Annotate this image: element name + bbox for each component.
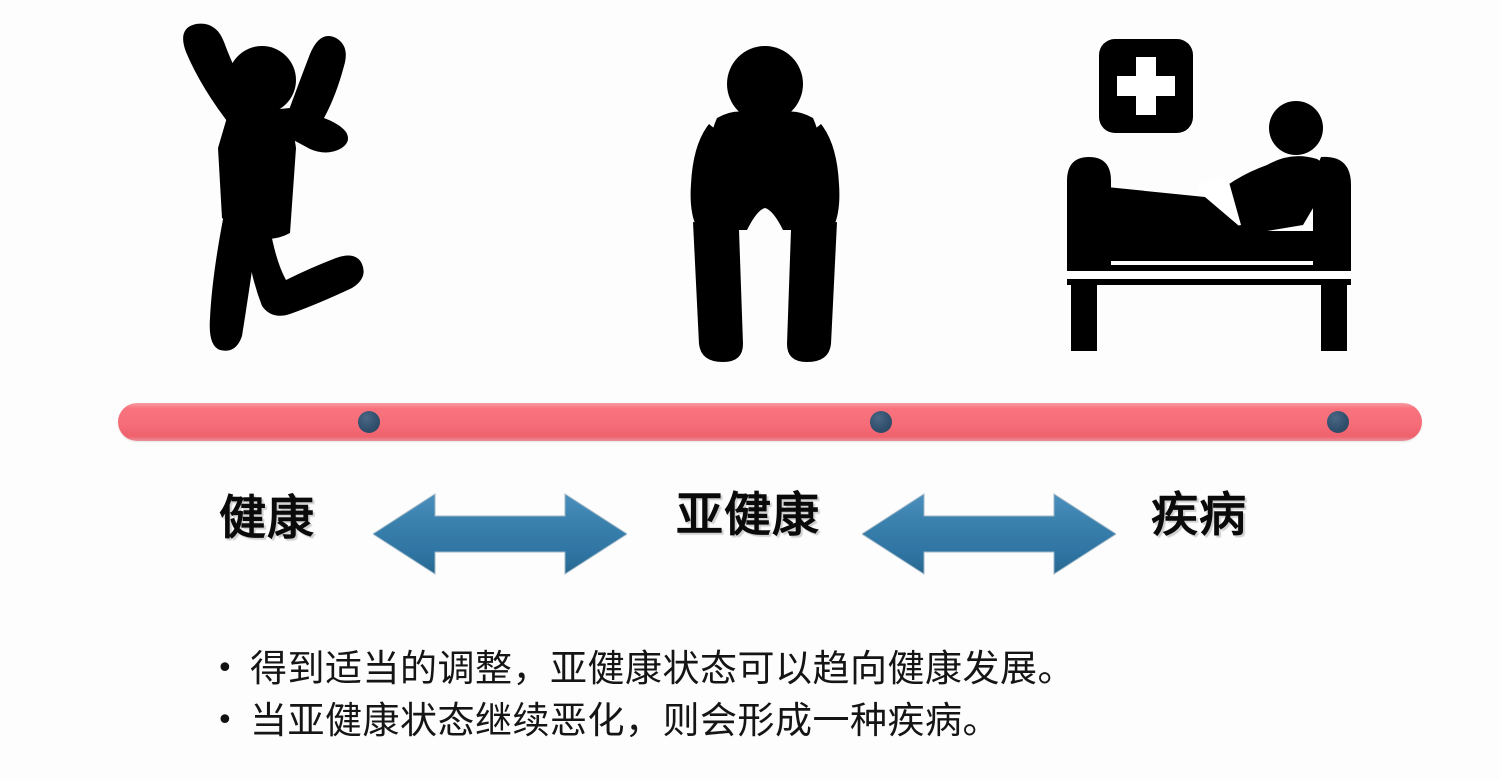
marker-disease[interactable] bbox=[1327, 411, 1349, 433]
stage-label-subhealth: 亚健康 bbox=[676, 488, 820, 543]
exhausted-hunched-person-icon bbox=[655, 22, 875, 367]
list-item: • 当亚健康状态继续恶化，则会形成一种疾病。 bbox=[216, 698, 1316, 744]
stage-label-health: 健康 bbox=[219, 491, 315, 546]
patient-in-hospital-bed-icon bbox=[1045, 25, 1375, 370]
bullet-text: 得到适当的调整，亚健康状态可以趋向健康发展。 bbox=[250, 647, 1075, 690]
bullet-text: 当亚健康状态继续恶化，则会形成一种疾病。 bbox=[250, 699, 1000, 742]
marker-subhealth[interactable] bbox=[870, 411, 892, 433]
stage-label-disease: 疾病 bbox=[1151, 488, 1247, 543]
bullet-marker: • bbox=[216, 703, 234, 738]
arrow-health-subhealth-icon bbox=[373, 490, 627, 578]
marker-health[interactable] bbox=[358, 411, 380, 433]
bullet-marker: • bbox=[216, 651, 234, 686]
jumping-person-icon bbox=[150, 18, 390, 368]
arrow-subhealth-disease-icon bbox=[862, 490, 1116, 578]
health-spectrum-bar bbox=[118, 403, 1422, 441]
bullet-list: • 得到适当的调整，亚健康状态可以趋向健康发展。 • 当亚健康状态继续恶化，则会… bbox=[216, 646, 1316, 750]
list-item: • 得到适当的调整，亚健康状态可以趋向健康发展。 bbox=[216, 646, 1316, 692]
